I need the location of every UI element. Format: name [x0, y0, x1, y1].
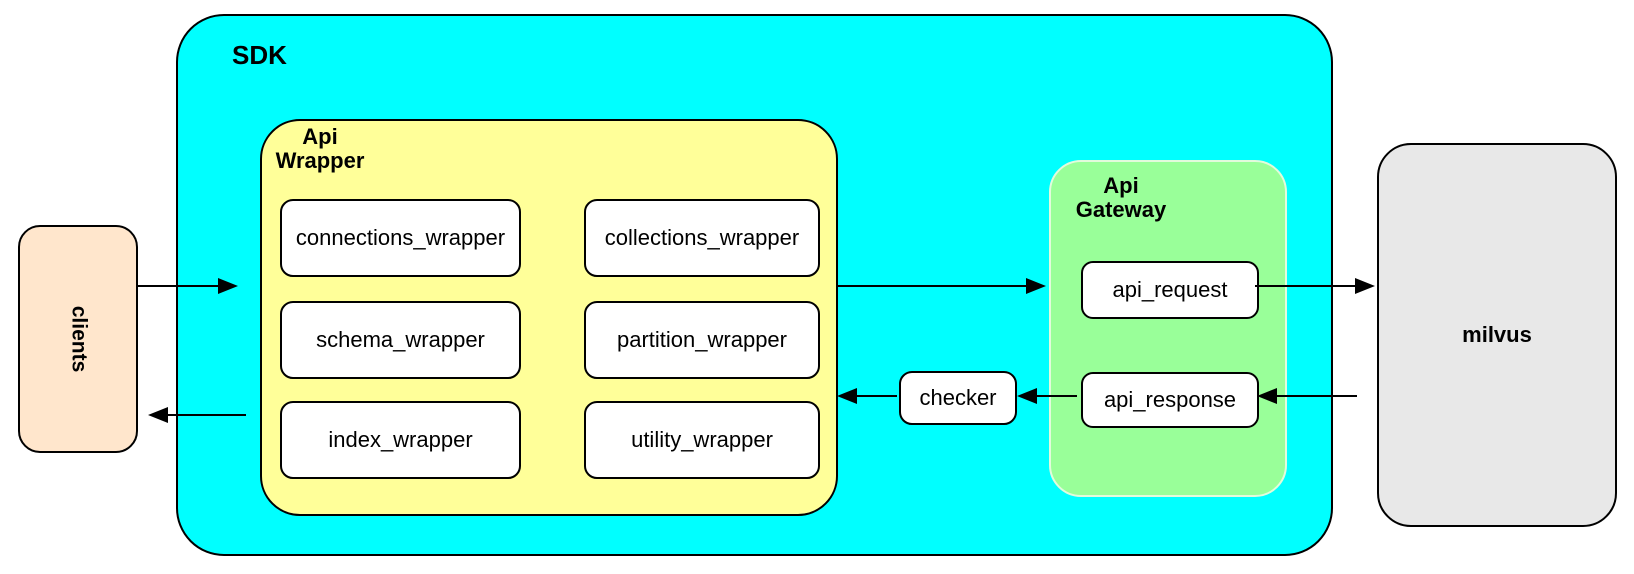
- wrapper-to-clients-arrow-line: [162, 414, 246, 416]
- schema-wrapper-box: schema_wrapper: [280, 301, 521, 379]
- sdk-label: SDK: [232, 40, 287, 70]
- milvus-to-response-arrow-line: [1277, 395, 1357, 397]
- clients-to-sdk-arrowhead: [218, 278, 238, 294]
- response-to-checker-arrow-line: [1037, 395, 1077, 397]
- clients-to-sdk-arrow-line: [138, 285, 220, 287]
- api-gateway-label: Api Gateway: [1075, 173, 1167, 223]
- utility-wrapper-box: utility_wrapper: [584, 401, 820, 479]
- sdk-container: SDK Api Wrapper connections_wrapper coll…: [176, 14, 1333, 556]
- wrapper-to-gateway-arrowhead: [1026, 278, 1046, 294]
- clients-label: clients: [67, 305, 90, 373]
- checker-box: checker: [899, 371, 1017, 425]
- checker-to-wrapper-arrow-line: [857, 395, 897, 397]
- response-to-checker-arrowhead: [1017, 388, 1037, 404]
- api-wrapper-container: Api Wrapper connections_wrapper collecti…: [260, 119, 838, 516]
- request-to-milvus-arrow-line: [1255, 285, 1355, 287]
- wrapper-to-clients-arrowhead: [148, 407, 168, 423]
- partition-wrapper-box: partition_wrapper: [584, 301, 820, 379]
- index-wrapper-box: index_wrapper: [280, 401, 521, 479]
- milvus-to-response-arrowhead: [1257, 388, 1277, 404]
- api-request-box: api_request: [1081, 261, 1259, 319]
- checker-to-wrapper-arrowhead: [837, 388, 857, 404]
- api-wrapper-label: Api Wrapper: [275, 124, 365, 174]
- milvus-node: milvus: [1377, 143, 1617, 527]
- wrapper-to-gateway-arrow-line: [836, 285, 1028, 287]
- connections-wrapper-box: connections_wrapper: [280, 199, 521, 277]
- clients-node: clients: [18, 225, 138, 453]
- collections-wrapper-box: collections_wrapper: [584, 199, 820, 277]
- request-to-milvus-arrowhead: [1355, 278, 1375, 294]
- api-gateway-container: Api Gateway api_request api_response: [1049, 160, 1287, 497]
- api-response-box: api_response: [1081, 372, 1259, 428]
